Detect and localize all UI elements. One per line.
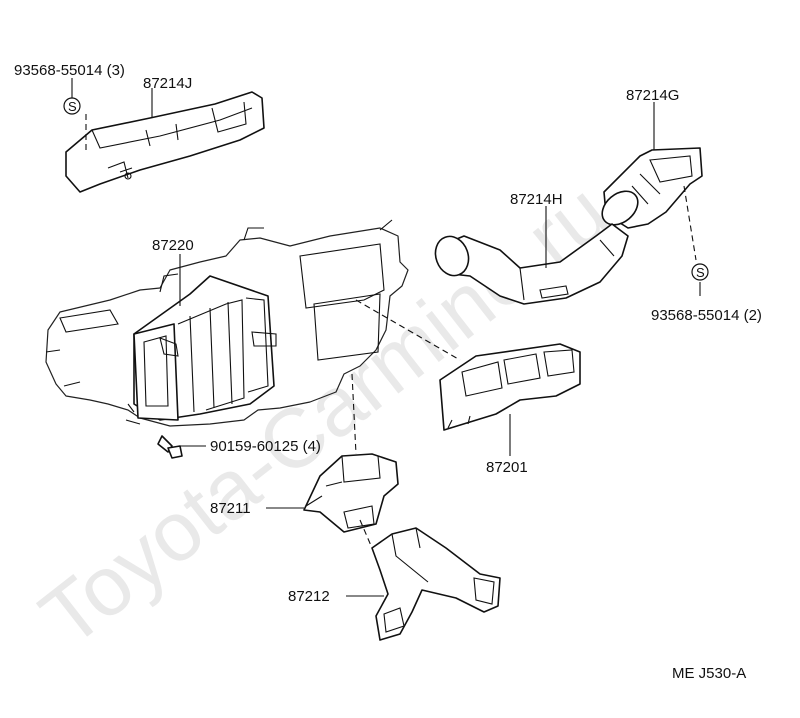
callout-90159: 90159-60125 (4) <box>210 438 321 455</box>
s-symbol-top-label: S <box>68 99 77 114</box>
callout-87214G: 87214G <box>626 87 679 104</box>
duct-87211 <box>303 453 399 533</box>
callout-87211: 87211 <box>210 500 251 517</box>
s-symbol-right: S <box>691 263 709 281</box>
heater-assembly-outline <box>45 219 409 427</box>
callout-93568-right: 93568-55014 (2) <box>651 307 762 324</box>
callout-87212: 87212 <box>288 588 330 605</box>
callout-93568-top: 93568-55014 (3) <box>14 62 125 79</box>
callout-87214J: 87214J <box>143 75 192 92</box>
callout-87220: 87220 <box>152 237 194 254</box>
dashed-connectors <box>85 114 697 549</box>
duct-87201 <box>439 343 581 431</box>
duct-87214H <box>434 223 629 305</box>
diagram-code: ME J530-A <box>672 665 746 682</box>
duct-87212 <box>371 527 501 641</box>
leader-lines <box>71 78 701 597</box>
callout-87214H: 87214H <box>510 191 563 208</box>
screw-90159 <box>157 435 183 459</box>
s-symbol-top: S <box>63 97 81 115</box>
blower-case-87220 <box>125 275 277 425</box>
duct-87214G <box>601 147 703 229</box>
s-symbol-right-label: S <box>696 265 705 280</box>
duct-87214J <box>65 91 265 193</box>
callout-87201: 87201 <box>486 459 528 476</box>
